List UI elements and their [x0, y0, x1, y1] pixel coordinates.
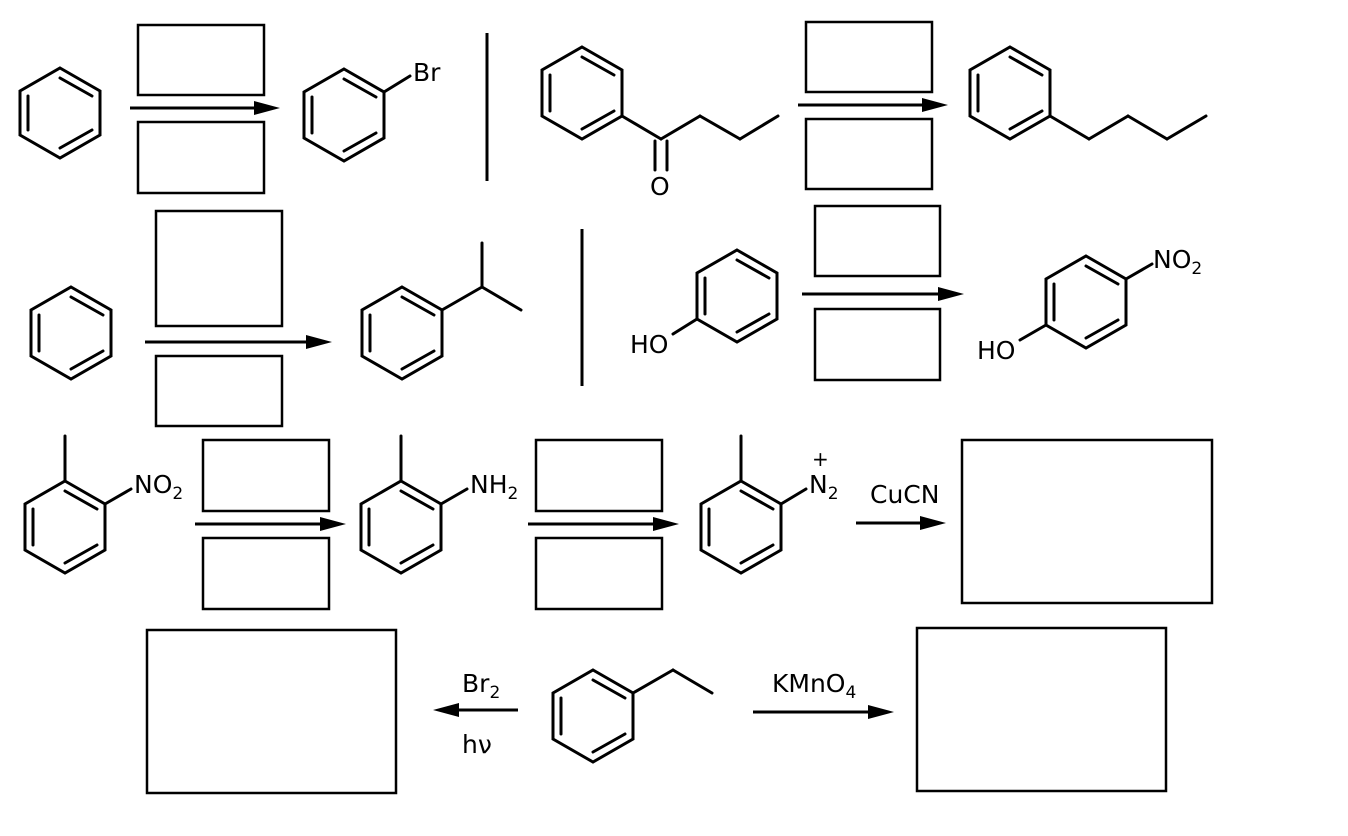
cucn-reagent-label: CuCN — [870, 480, 939, 509]
reaction-arrow-r3c — [856, 516, 946, 530]
bromine-label: Br — [413, 58, 441, 87]
butyrophenone-reactant: O — [540, 45, 780, 201]
product-box-oxidation[interactable] — [915, 626, 1168, 793]
hydroxyl-label: HO — [630, 330, 668, 359]
reagent-box-r1b-top[interactable] — [804, 20, 934, 94]
benzene-reactant-1 — [18, 66, 102, 160]
product-box-cucn[interactable] — [960, 438, 1214, 605]
reagent-box-r3a-top[interactable] — [201, 438, 331, 513]
reagent-box-r1a-top[interactable] — [136, 23, 266, 97]
reaction-arrow-oxidation — [753, 705, 894, 719]
o-toluidine-intermediate: NH2 — [359, 434, 518, 575]
hv-condition-label: hν — [462, 730, 492, 759]
diazonium-label: N2 — [809, 470, 839, 504]
benzene-reactant-2 — [29, 285, 113, 381]
reagent-box-r1b-bottom[interactable] — [804, 117, 934, 191]
positive-charge-label: + — [812, 447, 829, 471]
reaction-arrow-r3b — [528, 517, 679, 531]
nitro-label-r3: NO2 — [134, 470, 183, 504]
reaction-arrow-r2a — [145, 335, 332, 349]
nitro-label: NO2 — [1153, 245, 1202, 279]
reagent-box-r2a-top[interactable] — [154, 209, 284, 328]
ethylbenzene-reactant — [551, 668, 714, 764]
bromobenzene-product: Br — [302, 58, 441, 163]
reaction-arrow-bromination — [433, 703, 518, 717]
butylbenzene-product — [968, 45, 1208, 141]
product-box-bromination[interactable] — [145, 628, 398, 795]
reagent-box-r3b-bottom[interactable] — [534, 536, 664, 611]
amine-label: NH2 — [470, 470, 518, 504]
p-nitrophenol-product: NO2 HO — [977, 245, 1202, 365]
reagent-box-r1a-bottom[interactable] — [136, 120, 266, 195]
reagent-box-r3b-top[interactable] — [534, 438, 664, 513]
hydroxyl-label-product: HO — [977, 336, 1015, 365]
cumene-product — [360, 241, 523, 381]
kmno4-reagent-label: KMnO4 — [772, 669, 856, 703]
br2-reagent-label: Br2 — [462, 669, 500, 703]
reaction-arrow-r3a — [195, 517, 346, 531]
o-nitrotoluene-reactant: NO2 — [23, 434, 183, 575]
reagent-box-r3a-bottom[interactable] — [201, 536, 331, 611]
phenol-reactant: HO — [630, 248, 779, 359]
reaction-arrow-r1a — [130, 101, 280, 115]
reaction-arrow-r2b — [802, 287, 964, 301]
reaction-arrow-r1b — [798, 98, 948, 112]
oxygen-label: O — [650, 172, 670, 201]
diazonium-intermediate: + N2 — [699, 434, 839, 575]
reagent-box-r2b-top[interactable] — [813, 204, 942, 278]
reagent-box-r2a-bottom[interactable] — [154, 354, 284, 428]
reagent-box-r2b-bottom[interactable] — [813, 307, 942, 382]
